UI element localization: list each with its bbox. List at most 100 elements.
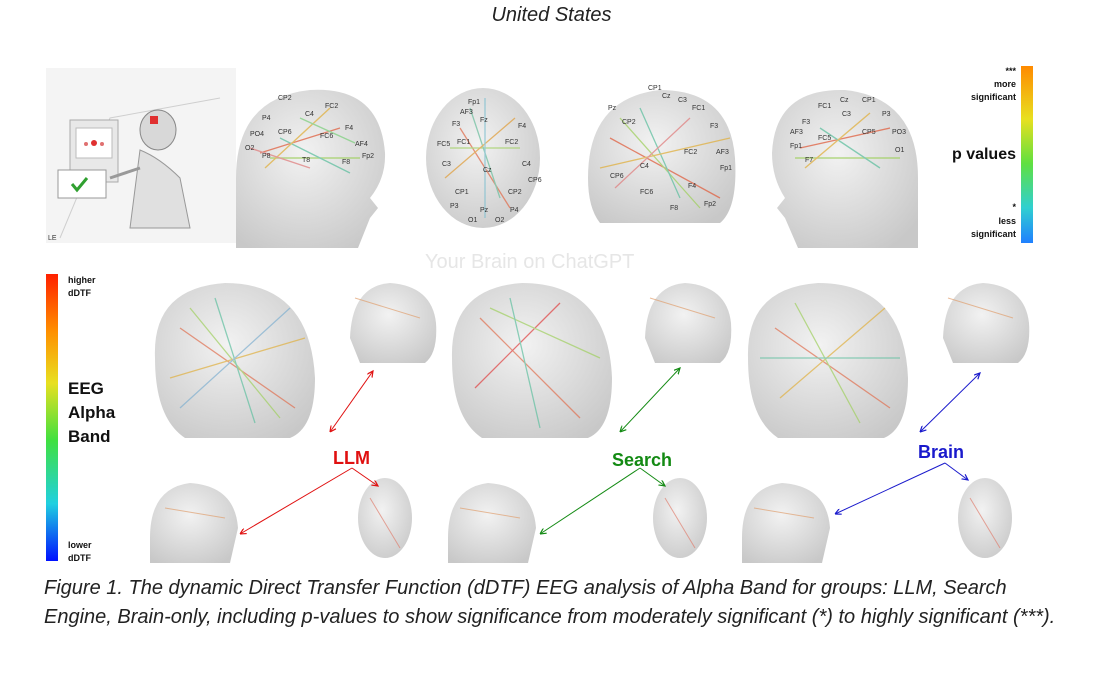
svg-text:Fp2: Fp2 xyxy=(362,153,374,160)
svg-text:C3: C3 xyxy=(842,111,851,118)
svg-text:EEG: EEG xyxy=(68,379,104,398)
pvalue-colorbar xyxy=(1021,66,1033,243)
svg-text:FC2: FC2 xyxy=(684,149,697,156)
svg-text:dDTF: dDTF xyxy=(68,288,91,298)
svg-text:Fp1: Fp1 xyxy=(468,99,480,106)
svg-text:CP1: CP1 xyxy=(648,85,662,92)
svg-text:AF3: AF3 xyxy=(790,129,803,136)
svg-text:AF3: AF3 xyxy=(716,149,729,156)
svg-text:O1: O1 xyxy=(895,147,904,154)
llm-arrow-up xyxy=(330,371,373,432)
brain-panel: Brain xyxy=(742,283,1030,563)
svg-text:FC2: FC2 xyxy=(325,103,338,110)
svg-text:FC1: FC1 xyxy=(692,105,705,112)
svg-text:O2: O2 xyxy=(495,217,504,224)
head-right-view: FC1 Cz CP1 C3 P3 FC5 CP5 PO3 F7 Fp1 F3 A… xyxy=(772,89,918,248)
search-arrow-down xyxy=(639,467,665,486)
svg-text:P3: P3 xyxy=(450,203,459,210)
svg-text:higher: higher xyxy=(68,275,96,285)
svg-text:CP1: CP1 xyxy=(455,189,469,196)
svg-text:F8: F8 xyxy=(670,205,678,212)
svg-text:C4: C4 xyxy=(305,111,314,118)
svg-text:P4: P4 xyxy=(262,115,271,122)
svg-text:Fz: Fz xyxy=(480,117,488,124)
svg-text:CP2: CP2 xyxy=(622,119,636,126)
svg-text:F7: F7 xyxy=(805,157,813,164)
svg-text:significant: significant xyxy=(971,229,1016,239)
svg-text:AF3: AF3 xyxy=(460,109,473,116)
llm-arrow-left xyxy=(240,467,353,534)
svg-text:F3: F3 xyxy=(452,121,460,128)
pvalue-legend: *** more significant p values * less sig… xyxy=(952,66,1033,243)
svg-text:Alpha: Alpha xyxy=(68,403,116,422)
svg-text:AF4: AF4 xyxy=(355,141,368,148)
dtf-colorbar xyxy=(46,274,58,561)
svg-text:F4: F4 xyxy=(345,125,353,132)
brain-arrow-left xyxy=(835,462,946,514)
svg-text:PO3: PO3 xyxy=(892,129,906,136)
svg-text:F4: F4 xyxy=(688,183,696,190)
svg-text:lower: lower xyxy=(68,540,92,550)
svg-text:C4: C4 xyxy=(640,163,649,170)
svg-text:PO4: PO4 xyxy=(250,131,264,138)
svg-text:more: more xyxy=(994,79,1016,89)
svg-text:FC6: FC6 xyxy=(320,133,333,140)
llm-arrow-down xyxy=(351,467,378,486)
search-label: Search xyxy=(612,450,672,470)
svg-text:less: less xyxy=(998,216,1016,226)
svg-text:Cz: Cz xyxy=(840,97,849,104)
svg-text:CP6: CP6 xyxy=(278,129,292,136)
eeg-figure: Your Brain on ChatGPT LE CP2 C4 FC2 P4 xyxy=(46,66,1033,563)
svg-text:Fp2: Fp2 xyxy=(704,201,716,208)
dtf-legend: higher dDTF EEG Alpha Band lower dDTF xyxy=(46,274,116,563)
svg-text:O1: O1 xyxy=(468,217,477,224)
svg-text:LE: LE xyxy=(48,235,57,242)
svg-text:F3: F3 xyxy=(710,123,718,130)
svg-text:F3: F3 xyxy=(802,119,810,126)
brain-arrow-up xyxy=(920,373,980,432)
svg-text:FC6: FC6 xyxy=(640,189,653,196)
svg-text:FC5: FC5 xyxy=(818,135,831,142)
svg-text:Pz: Pz xyxy=(480,207,489,214)
svg-text:dDTF: dDTF xyxy=(68,553,91,563)
svg-text:CP6: CP6 xyxy=(528,177,542,184)
search-arrow-up xyxy=(620,368,680,432)
country-title: United States xyxy=(491,4,612,26)
search-arrow-left xyxy=(540,467,641,534)
figure-caption: Figure 1. The dynamic Direct Transfer Fu… xyxy=(44,577,1056,628)
svg-text:Fp1: Fp1 xyxy=(790,143,802,150)
brain-label: Brain xyxy=(918,442,964,462)
svg-text:P4: P4 xyxy=(510,207,519,214)
head-back-view: CP1 Cz C3 FC1 CP2 Pz FC2 F3 C4 F4 AF3 Fp… xyxy=(588,85,736,223)
svg-text:*: * xyxy=(1012,202,1016,212)
svg-text:***: *** xyxy=(1005,66,1016,76)
svg-text:O2: O2 xyxy=(245,145,254,152)
head-left-view: CP2 C4 FC2 P4 CP6 FC6 F4 PO4 P8 T8 F8 O2… xyxy=(236,89,386,248)
watermark-text: Your Brain on ChatGPT xyxy=(425,251,634,273)
svg-text:Cz: Cz xyxy=(483,167,492,174)
svg-text:FC1: FC1 xyxy=(457,139,470,146)
svg-text:FC1: FC1 xyxy=(818,103,831,110)
svg-text:P8: P8 xyxy=(262,153,271,160)
svg-text:C3: C3 xyxy=(678,97,687,104)
svg-text:Cz: Cz xyxy=(662,93,671,100)
svg-text:Fp1: Fp1 xyxy=(720,165,732,172)
svg-text:T8: T8 xyxy=(302,157,310,164)
llm-panel: LLM xyxy=(150,283,437,563)
svg-text:significant: significant xyxy=(971,92,1016,102)
svg-text:Band: Band xyxy=(68,427,111,446)
svg-text:CP2: CP2 xyxy=(508,189,522,196)
svg-text:FC2: FC2 xyxy=(505,139,518,146)
svg-text:F8: F8 xyxy=(342,159,350,166)
svg-text:F4: F4 xyxy=(518,123,526,130)
brain-arrow-down xyxy=(944,462,968,480)
pvalue-title: p values xyxy=(952,146,1016,163)
svg-text:Pz: Pz xyxy=(608,105,617,112)
svg-text:C4: C4 xyxy=(522,161,531,168)
head-top-view: Fp1 AF3 F3 Fz FC1 FC5 FC2 F4 C3 Cz C4 CP… xyxy=(426,88,542,228)
svg-text:CP6: CP6 xyxy=(610,173,624,180)
svg-text:P3: P3 xyxy=(882,111,891,118)
svg-text:FC5: FC5 xyxy=(437,141,450,148)
svg-text:CP1: CP1 xyxy=(862,97,876,104)
svg-text:C3: C3 xyxy=(442,161,451,168)
